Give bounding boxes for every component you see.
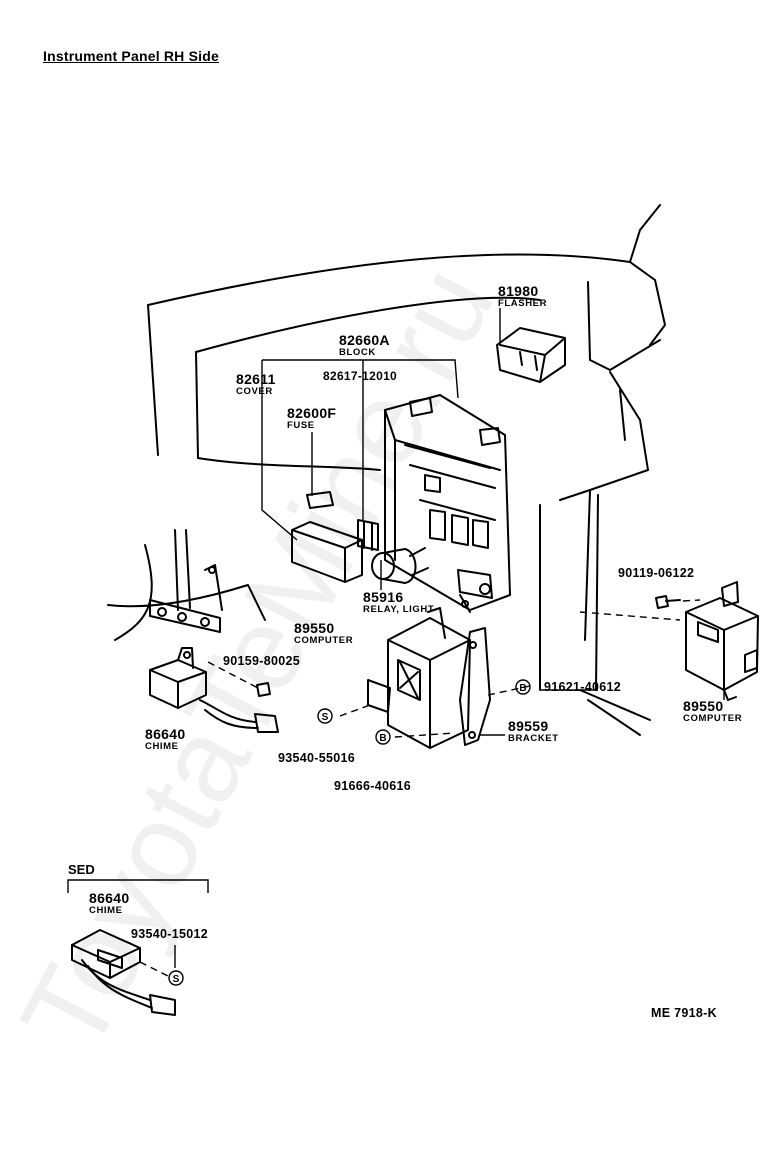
part-name: CHIME: [145, 741, 179, 752]
part-number: 82660A: [339, 332, 390, 348]
part-name: COMPUTER: [294, 635, 354, 646]
part-number: 89550: [683, 698, 724, 714]
part-name: COMPUTER: [683, 713, 743, 724]
part-number: 82611: [236, 371, 276, 387]
label-screw-sed: 93540-15012: [131, 928, 208, 941]
callout-s-letter-sed: S: [173, 974, 180, 985]
label-cover: 82611 COVER: [236, 372, 276, 397]
part-name: BLOCK: [339, 347, 376, 358]
label-computer-right: 89550 COMPUTER: [683, 699, 742, 724]
callout-b-letter: B: [379, 733, 386, 744]
mount-bracket-left: [149, 564, 223, 633]
label-computer-center: 89550 COMPUTER: [294, 621, 353, 646]
part-name: BRACKET: [508, 733, 559, 744]
part-number: 86640: [89, 890, 130, 906]
part-name: RELAY, LIGHT: [363, 604, 435, 615]
section-label-sed: SED: [68, 862, 95, 877]
part-number: 81980: [498, 283, 539, 299]
callout-s: [317, 708, 333, 724]
part-number: 91666-40616: [334, 779, 411, 793]
callout-s-letter: S: [322, 712, 329, 723]
part-number: 82600F: [287, 405, 337, 421]
label-screw-left: 90159-80025: [223, 655, 300, 668]
part-name: COVER: [236, 386, 273, 397]
dashed-leaders: [139, 599, 701, 977]
label-screw-right: 90119-06122: [618, 567, 694, 580]
light-relay: [371, 547, 429, 584]
part-number: 89559: [508, 718, 549, 734]
block-cover: [291, 521, 363, 583]
computer-unit-right: [685, 581, 759, 701]
diagram-title: Instrument Panel RH Side: [43, 48, 219, 64]
part-number: 91621-40612: [544, 680, 621, 694]
diagram-reference: ME 7918-K: [651, 1006, 717, 1020]
part-name: FLASHER: [498, 298, 548, 309]
callout-s-sed: [168, 970, 184, 986]
screw-right: [655, 595, 681, 609]
junction-block: [384, 394, 511, 613]
label-bracket: 89559 BRACKET: [508, 719, 559, 744]
part-number: 86640: [145, 726, 186, 742]
label-flasher: 81980 FLASHER: [498, 284, 547, 309]
label-bolt-right: 91621-40612: [544, 681, 621, 694]
part-number: 90159-80025: [223, 654, 300, 668]
callout-b-right: [515, 679, 531, 695]
part-number: 89550: [294, 620, 335, 636]
bracket: [459, 627, 491, 746]
part-name: FUSE: [287, 420, 315, 431]
part-number: 82617-12010: [323, 369, 398, 383]
part-name: CHIME: [89, 905, 123, 916]
flasher-relay: [496, 327, 566, 383]
label-bolt-bottom: 91666-40616: [334, 780, 411, 793]
fuse: [306, 491, 334, 509]
label-chime-sed: 86640 CHIME: [89, 891, 129, 916]
label-screw-s: 93540-55016: [278, 752, 355, 765]
part-number: 85916: [363, 589, 404, 605]
fuse-clip: [357, 519, 379, 551]
part-number: 90119-06122: [618, 566, 695, 580]
chime-unit-sed: [71, 929, 176, 1016]
chime-unit: [149, 647, 279, 733]
label-fuse: 82600F FUSE: [287, 406, 336, 431]
callout-b-letter-right: B: [519, 683, 526, 694]
computer-unit-center: [367, 607, 471, 749]
part-number: 93540-55016: [278, 751, 355, 765]
screw-left: [256, 682, 271, 697]
label-block: 82660A BLOCK: [339, 333, 390, 358]
leader-lines: [67, 308, 725, 968]
label-relay: 85916 RELAY, LIGHT: [363, 590, 434, 615]
callout-b-bottom: [375, 729, 391, 745]
label-fuse-clip: 82617-12010: [323, 370, 397, 382]
part-number: 93540-15012: [131, 927, 208, 941]
instrument-panel-outline: [107, 204, 666, 736]
label-chime: 86640 CHIME: [145, 727, 185, 752]
